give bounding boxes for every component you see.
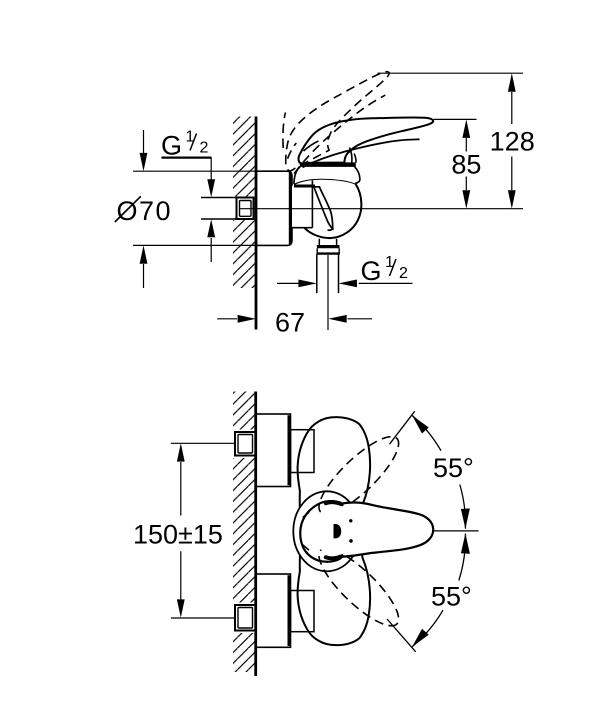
svg-text:O70: O70 <box>117 196 173 226</box>
svg-text:128: 128 <box>490 126 535 156</box>
svg-text:67: 67 <box>275 307 305 337</box>
svg-text:2: 2 <box>399 265 408 282</box>
svg-text:150±15: 150±15 <box>133 520 223 550</box>
svg-text:1: 1 <box>385 254 394 271</box>
svg-text:G: G <box>361 256 382 286</box>
svg-text:55°: 55° <box>433 453 474 483</box>
svg-text:85: 85 <box>451 150 481 180</box>
svg-text:G: G <box>161 131 182 161</box>
svg-text:1: 1 <box>186 129 195 146</box>
svg-text:2: 2 <box>200 140 209 157</box>
svg-text:55°: 55° <box>431 582 472 612</box>
